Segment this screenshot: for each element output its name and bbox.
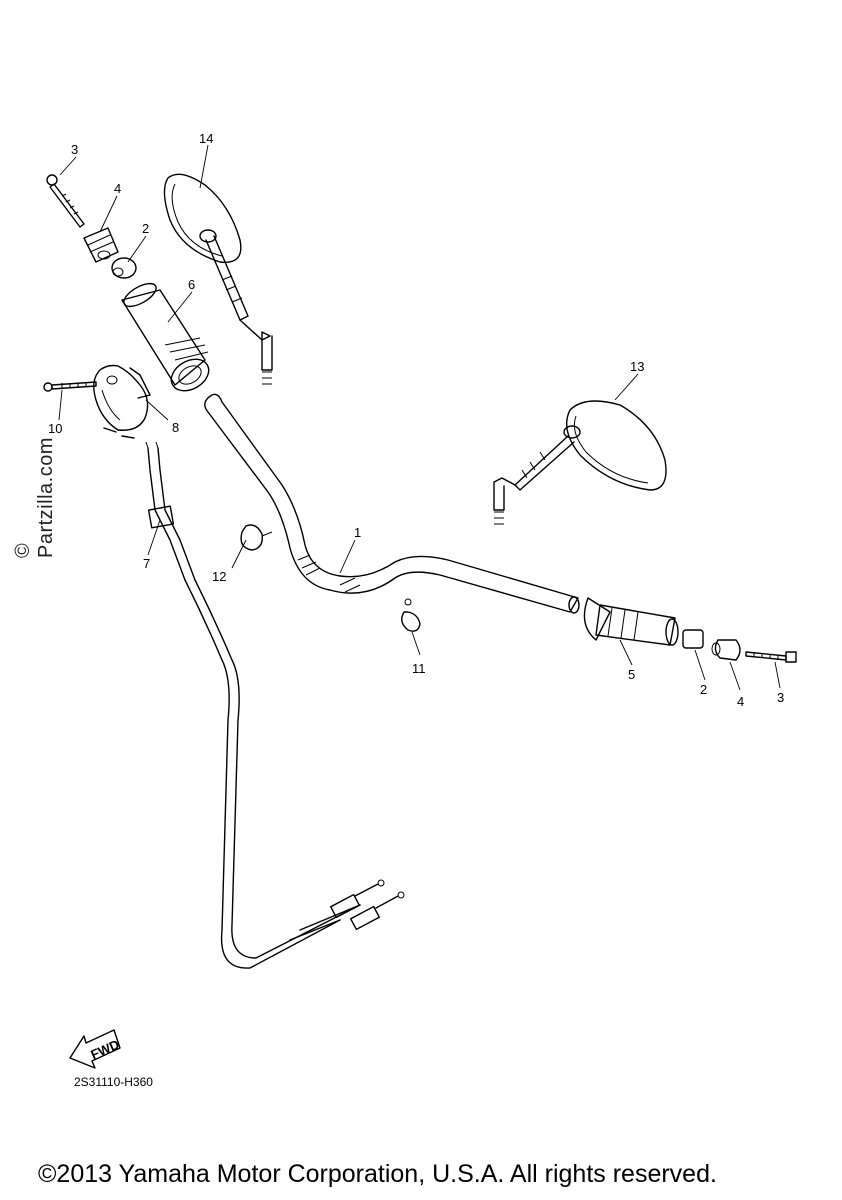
mirror-part-14-left[interactable] <box>163 173 273 385</box>
grip-end-part-4-right[interactable] <box>711 639 741 661</box>
fwd-arrow-icon: FWD <box>69 1029 122 1069</box>
callout-3-right: 3 <box>777 690 784 705</box>
callout-12: 12 <box>212 569 226 584</box>
callout-14: 14 <box>199 131 213 146</box>
diagram-code: 2S31110-H360 <box>74 1075 153 1089</box>
end-weight-collar-part-2-right[interactable] <box>682 629 704 649</box>
throttle-grip-part-6[interactable] <box>120 279 214 397</box>
callout-4-right: 4 <box>737 694 744 709</box>
cable-clamp-part-11[interactable] <box>401 598 421 632</box>
lever-holder-part-8[interactable] <box>93 364 151 439</box>
cable-clamp-part-12[interactable] <box>240 524 273 551</box>
callout-8: 8 <box>172 420 179 435</box>
mirror-part-13-right[interactable] <box>493 400 667 525</box>
grip-end-part-4-left[interactable] <box>83 227 119 263</box>
copyright-notice: ©2013 Yamaha Motor Corporation, U.S.A. A… <box>38 1160 717 1188</box>
fwd-label: FWD <box>88 1037 121 1063</box>
callout-1: 1 <box>354 525 361 540</box>
end-weight-collar-part-2-left[interactable] <box>111 257 137 279</box>
callout-13: 13 <box>630 359 644 374</box>
bolt-part-10[interactable] <box>43 381 97 392</box>
callout-4-left: 4 <box>114 181 121 196</box>
callout-7: 7 <box>143 556 150 571</box>
callout-2-left: 2 <box>142 221 149 236</box>
callout-leader-lines <box>58 144 781 691</box>
bolt-part-3-left[interactable] <box>46 174 85 228</box>
callout-10: 10 <box>48 421 62 436</box>
throttle-cable-part-7[interactable] <box>145 441 405 969</box>
grip-part-5-right[interactable] <box>583 597 679 646</box>
callout-2-right: 2 <box>700 682 707 697</box>
callout-6: 6 <box>188 277 195 292</box>
callout-3-left: 3 <box>71 142 78 157</box>
callout-11: 11 <box>412 661 426 676</box>
handlebar-part-1[interactable] <box>204 393 580 614</box>
bolt-part-3-right[interactable] <box>745 651 797 663</box>
callout-5: 5 <box>628 667 635 682</box>
